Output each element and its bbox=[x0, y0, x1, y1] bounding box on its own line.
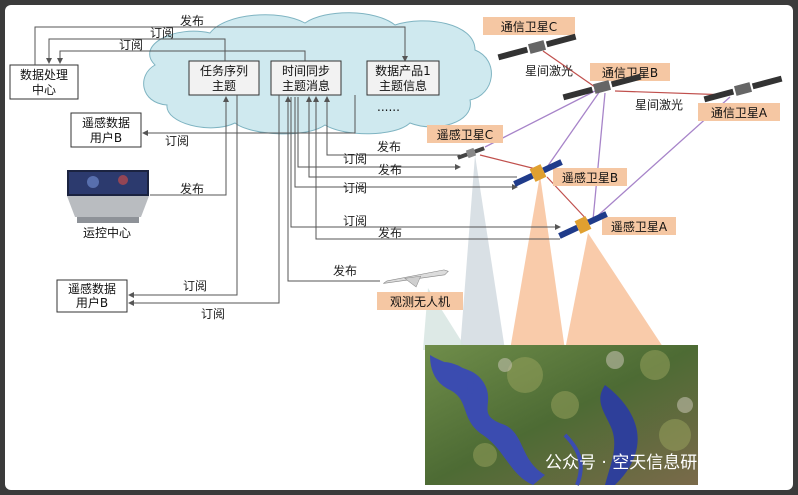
comm-sat-a-label: 通信卫星A bbox=[711, 106, 768, 120]
publish-label-1: 发布 bbox=[180, 13, 204, 28]
data-center-box: 数据处理 中心 bbox=[9, 64, 79, 100]
isl-label-1: 星间激光 bbox=[525, 64, 573, 78]
remote-sensing-image bbox=[425, 345, 698, 486]
comm-sat-c: 通信卫星C bbox=[483, 17, 577, 61]
connection-lines bbox=[34, 26, 561, 306]
topic-ellipsis: ...... bbox=[377, 100, 400, 114]
subscribe-label-7: 订阅 bbox=[183, 279, 207, 293]
task-topic-box: 任务序列 主题 bbox=[188, 60, 260, 96]
task-topic-line1: 任务序列 bbox=[200, 63, 248, 78]
product-topic-box: 数据产品1 主题信息 bbox=[366, 60, 440, 96]
subscribe-label-3: 订阅 bbox=[165, 134, 189, 148]
uav: 观测无人机 bbox=[377, 269, 463, 310]
uav-icon bbox=[383, 269, 449, 288]
user-b-top-line2: 用户B bbox=[90, 130, 122, 145]
sync-topic-line2: 主题消息 bbox=[282, 78, 330, 93]
watermark: 公众号 · 空天信息研究 bbox=[545, 453, 714, 473]
satellite-icon bbox=[457, 146, 485, 160]
satellite-icon bbox=[703, 75, 783, 103]
publish-label-2: 发布 bbox=[180, 181, 204, 196]
satellite-icon bbox=[497, 33, 577, 61]
product-topic-line1: 数据产品1 bbox=[375, 63, 431, 78]
satellite-icon bbox=[562, 73, 642, 101]
subscribe-label-8: 订阅 bbox=[201, 307, 225, 321]
rs-sat-b: 遥感卫星B bbox=[513, 159, 627, 187]
rs-sat-c: 遥感卫星C bbox=[427, 125, 503, 160]
comm-sat-b: 通信卫星B bbox=[562, 63, 670, 101]
system-diagram: 任务序列 主题 时间同步 主题消息 数据产品1 主题信息 ...... 数据处理… bbox=[9, 12, 783, 486]
comm-sat-c-label: 通信卫星C bbox=[501, 20, 557, 34]
satellite-icon bbox=[513, 159, 563, 187]
sensor-beams bbox=[423, 155, 665, 350]
rs-sat-a-label: 遥感卫星A bbox=[611, 219, 668, 234]
user-b-bottom-line2: 用户B bbox=[76, 295, 108, 310]
data-center-line1: 数据处理 bbox=[20, 67, 68, 82]
satellite-icon bbox=[558, 211, 608, 239]
product-topic-line2: 主题信息 bbox=[379, 78, 427, 93]
sync-topic-box: 时间同步 主题消息 bbox=[270, 60, 342, 96]
subscribe-label-5: 订阅 bbox=[343, 181, 367, 195]
isl-label-2: 星间激光 bbox=[635, 98, 683, 112]
sync-topic-line1: 时间同步 bbox=[282, 64, 330, 78]
rs-sat-c-label: 遥感卫星C bbox=[437, 127, 493, 142]
ops-center-picture: 运控中心 bbox=[67, 170, 149, 240]
comm-sat-b-label: 通信卫星B bbox=[602, 66, 658, 80]
data-center-line2: 中心 bbox=[32, 82, 56, 97]
user-b-bottom-box: 遥感数据 用户B bbox=[56, 279, 128, 313]
user-b-top-box: 遥感数据 用户B bbox=[70, 112, 142, 148]
diagram-panel: 任务序列 主题 时间同步 主题消息 数据产品1 主题信息 ...... 数据处理… bbox=[5, 5, 793, 490]
link-labels: 发布 订阅 订阅 订阅 发布 发布 订阅 发布 订阅 订阅 发布 订阅 订阅 发… bbox=[119, 13, 402, 321]
satellite-links: 星间激光 星间激光 bbox=[479, 50, 731, 224]
rs-sat-b-label: 遥感卫星B bbox=[562, 170, 618, 185]
comm-sat-a: 通信卫星A bbox=[698, 75, 783, 121]
user-b-bottom-line1: 遥感数据 bbox=[68, 281, 116, 296]
ops-center-label: 运控中心 bbox=[83, 225, 131, 240]
publish-label-4: 发布 bbox=[378, 162, 402, 177]
task-topic-line2: 主题 bbox=[212, 79, 236, 93]
subscribe-label-2: 订阅 bbox=[119, 38, 143, 52]
subscribe-label-1: 订阅 bbox=[150, 26, 174, 40]
publish-label-5: 发布 bbox=[378, 225, 402, 240]
uav-label: 观测无人机 bbox=[390, 295, 450, 309]
rs-sat-a: 遥感卫星A bbox=[558, 211, 676, 239]
subscribe-label-6: 订阅 bbox=[343, 214, 367, 228]
watermark-text: 公众号 · 空天信息研究 bbox=[545, 453, 714, 473]
publish-label-3: 发布 bbox=[377, 139, 401, 154]
user-b-top-line1: 遥感数据 bbox=[82, 115, 130, 130]
subscribe-label-4: 订阅 bbox=[343, 152, 367, 166]
publish-label-6: 发布 bbox=[333, 263, 357, 278]
